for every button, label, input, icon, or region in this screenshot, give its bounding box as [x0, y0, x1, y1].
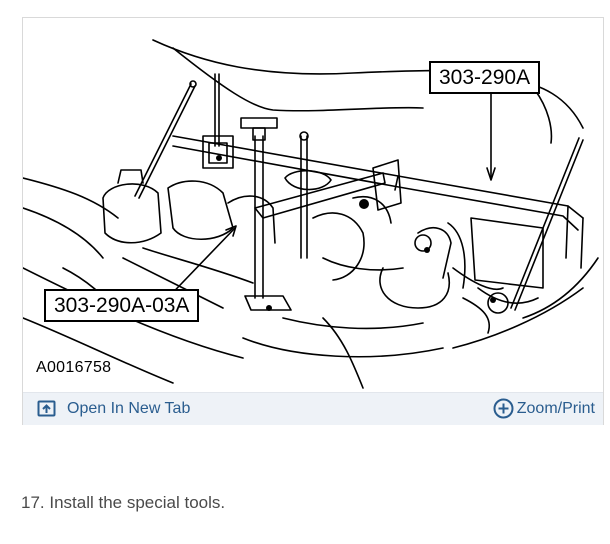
open-in-new-tab-label: Open In New Tab: [67, 400, 191, 417]
tool-callout-303-290a: 303-290A: [429, 61, 541, 94]
zoom-plus-icon: [493, 398, 514, 419]
tool-callout-303-290a-03a: 303-290A-03A: [44, 289, 200, 322]
engine-illustration: 303-290A 303-290A-03A A0016758: [23, 18, 603, 392]
figure-id: A0016758: [36, 359, 112, 376]
figure-toolbar: Open In New Tab Zoom/Print: [23, 392, 603, 425]
open-in-new-tab-link[interactable]: Open In New Tab: [37, 400, 190, 418]
engine-line-drawing: [23, 39, 599, 389]
step-instruction: 17. Install the special tools.: [21, 493, 226, 512]
open-in-new-tab-icon: [37, 400, 57, 418]
figure-card: 303-290A 303-290A-03A A0016758 Open In N…: [22, 17, 604, 425]
zoom-print-link[interactable]: Zoom/Print: [493, 398, 595, 419]
zoom-print-label: Zoom/Print: [516, 399, 595, 417]
